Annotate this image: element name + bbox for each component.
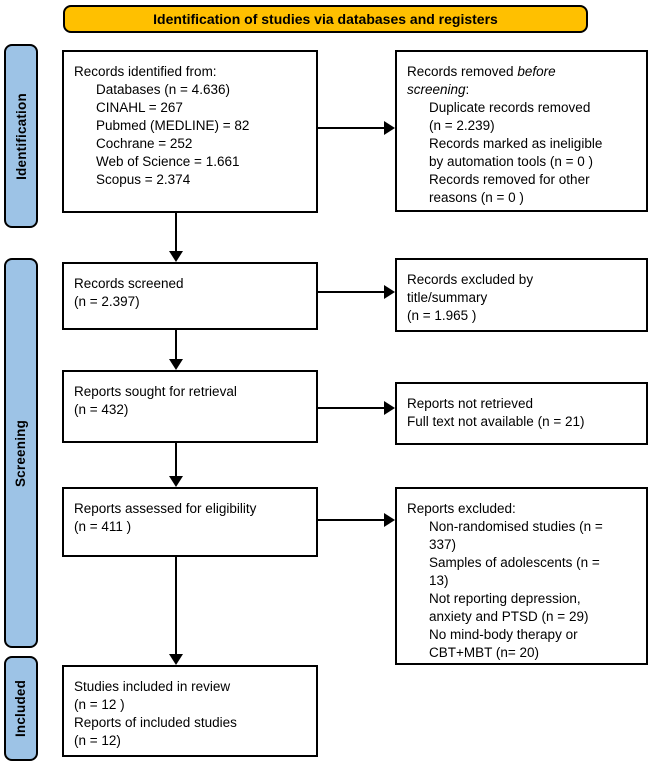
box-title: Records identified from: <box>74 64 217 79</box>
box-records-identified: Records identified from: Databases (n = … <box>62 50 318 213</box>
list-item: Scopus = 2.374 <box>96 172 191 187</box>
arrowhead-right-icon <box>384 401 395 415</box>
list-item: Samples of adolescents (n = 13) <box>429 555 600 588</box>
arrowhead-down-icon <box>169 654 183 665</box>
arrow-line <box>175 330 177 360</box>
arrow-sought-to-assessed <box>169 443 183 487</box>
box-studies-included: Studies included in review (n = 12 ) Rep… <box>62 665 318 757</box>
arrow-identified-to-removed <box>318 121 395 135</box>
arrow-line <box>175 443 177 477</box>
stage-label-included-text: Included <box>13 679 29 738</box>
arrow-line <box>318 519 385 521</box>
stage-label-screening: Screening <box>4 258 38 648</box>
list-item: No mind-body therapy or CBT+MBT (n= 20) <box>429 627 578 660</box>
arrow-assessed-to-included <box>169 557 183 665</box>
arrow-line <box>318 407 385 409</box>
arrow-sought-to-not-retrieved <box>318 401 395 415</box>
box-reports-not-retrieved: Reports not retrieved Full text not avai… <box>395 382 648 445</box>
list-item: Cochrane = 252 <box>96 136 193 151</box>
box-reports-excluded: Reports excluded: Non-randomised studies… <box>395 487 648 665</box>
list-item: Records marked as ineligible by automati… <box>429 136 603 169</box>
stage-label-identification-text: Identification <box>13 92 29 180</box>
arrowhead-right-icon <box>384 513 395 527</box>
list-item: Not reporting depression, anxiety and PT… <box>429 591 589 624</box>
arrow-identified-to-screened <box>169 213 183 262</box>
stage-label-identification: Identification <box>4 44 38 228</box>
box-title: Records removed before <box>407 64 556 79</box>
arrow-line <box>175 213 177 252</box>
arrowhead-down-icon <box>169 251 183 262</box>
arrowhead-right-icon <box>384 121 395 135</box>
header-title: Identification of studies via databases … <box>153 11 498 27</box>
arrow-line <box>318 291 385 293</box>
stage-label-screening-text: Screening <box>13 419 29 487</box>
list-item: CINAHL = 267 <box>96 100 183 115</box>
box-records-removed: Records removed before screening: Duplic… <box>395 50 648 212</box>
list-item: Records removed for other reasons (n = 0… <box>429 172 590 205</box>
arrowhead-down-icon <box>169 476 183 487</box>
arrowhead-down-icon <box>169 359 183 370</box>
box-records-screened: Records screened (n = 2.397) <box>62 262 318 330</box>
list-item: Duplicate records removed (n = 2.239) <box>429 100 591 133</box>
arrow-line <box>175 557 177 655</box>
box-reports-sought: Reports sought for retrieval (n = 432) <box>62 370 318 443</box>
stage-label-included: Included <box>4 656 38 761</box>
box-title-line2: screening: <box>407 82 470 97</box>
list-item: Non-randomised studies (n = 337) <box>429 519 603 552</box>
header-banner: Identification of studies via databases … <box>63 5 588 33</box>
list-item: Databases (n = 4.636) <box>96 82 230 97</box>
arrow-line <box>318 127 385 129</box>
box-records-excluded: Records excluded by title/summary (n = 1… <box>395 258 648 332</box>
arrow-assessed-to-reports-excluded <box>318 513 395 527</box>
list-item: Web of Science = 1.661 <box>96 154 240 169</box>
box-title: Reports excluded: <box>407 501 516 516</box>
list-item: Pubmed (MEDLINE) = 82 <box>96 118 250 133</box>
box-reports-assessed: Reports assessed for eligibility (n = 41… <box>62 487 318 557</box>
arrowhead-right-icon <box>384 285 395 299</box>
arrow-screened-to-excluded <box>318 285 395 299</box>
arrow-screened-to-sought <box>169 330 183 370</box>
